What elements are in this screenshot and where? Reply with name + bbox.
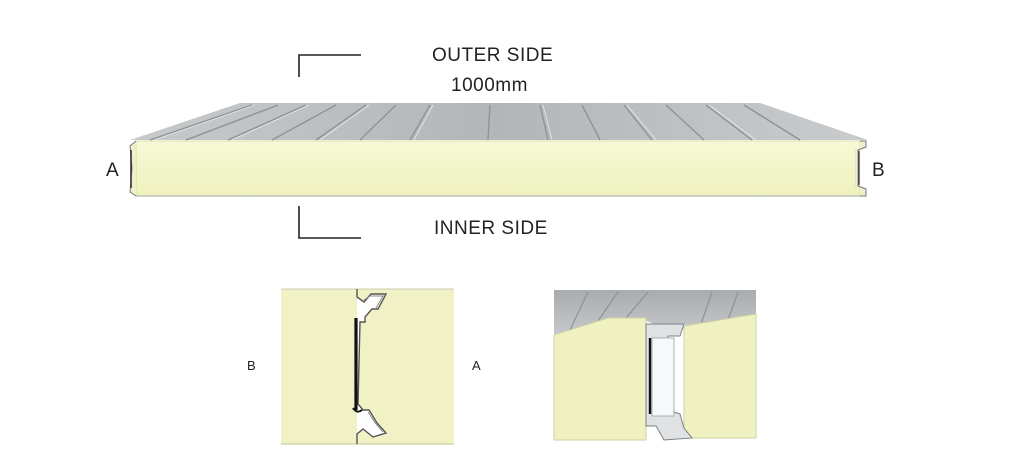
- joint-detail-section: [281, 288, 454, 445]
- edge-a-label: A: [106, 160, 120, 181]
- panel-outer-metal-face: [130, 103, 868, 141]
- inner-side-label: INNER SIDE: [434, 218, 548, 239]
- panel-width-label: 1000mm: [451, 75, 528, 96]
- inner-side-bracket: [298, 206, 361, 239]
- outer-side-bracket: [298, 54, 361, 77]
- panel-foam-core: [129, 140, 867, 197]
- joint-3d-detail: [553, 290, 757, 441]
- outer-side-label: OUTER SIDE: [432, 45, 554, 66]
- detail-b-label: B: [247, 358, 257, 373]
- edge-b-label: B: [872, 160, 886, 181]
- detail-a-label: A: [472, 358, 482, 373]
